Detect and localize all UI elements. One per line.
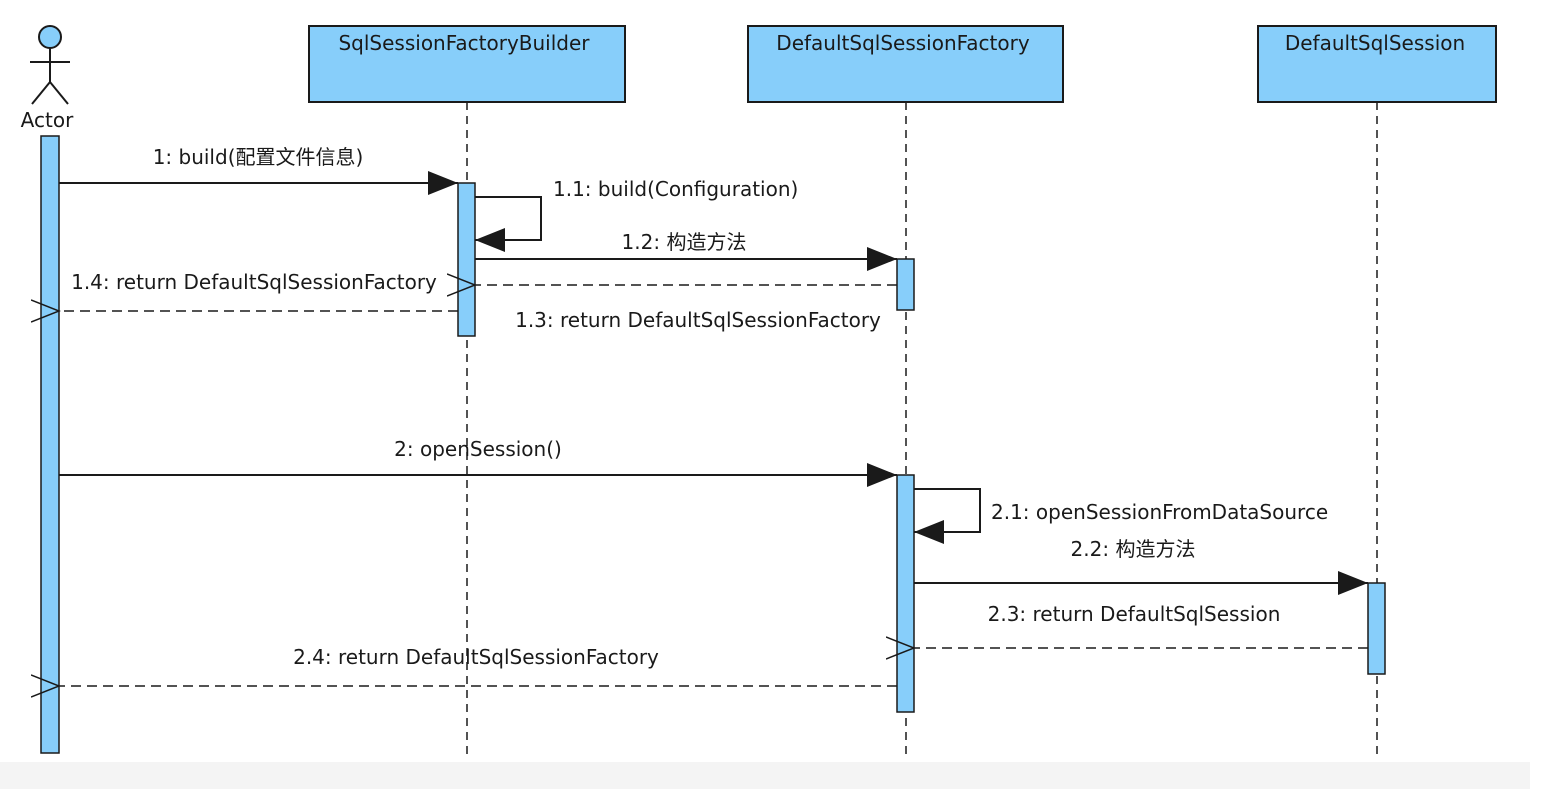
participant-builder-label: SqlSessionFactoryBuilder <box>338 31 590 55</box>
footer-band <box>0 762 1530 789</box>
activation-factory-2 <box>896 474 915 713</box>
participant-factory-label: DefaultSqlSessionFactory <box>776 31 1030 55</box>
message-1-1-arrow <box>475 196 542 252</box>
message-1-1-label: 1.1: build(Configuration) <box>553 177 798 201</box>
actor-figure: Actor <box>21 25 74 132</box>
message-2-2-label: 2.2: 构造方法 <box>1071 537 1196 561</box>
message-1-3-label: 1.3: return DefaultSqlSessionFactory <box>515 308 881 332</box>
message-2-1-label: 2.1: openSessionFromDataSource <box>991 500 1328 524</box>
actor-label: Actor <box>21 108 74 132</box>
participant-session: DefaultSqlSession <box>1257 25 1497 103</box>
activation-builder <box>457 182 476 337</box>
message-2-1-arrow <box>914 488 981 544</box>
participant-session-label: DefaultSqlSession <box>1285 31 1465 55</box>
message-1-2-label: 1.2: 构造方法 <box>622 230 747 254</box>
participant-factory-box <box>747 25 1064 103</box>
actor-left-leg <box>31 81 51 105</box>
participant-session-box <box>1257 25 1497 103</box>
actor-right-leg <box>49 81 69 105</box>
activation-factory-1 <box>896 258 915 311</box>
actor-head <box>38 25 62 49</box>
activation-session <box>1367 582 1386 675</box>
message-2-3-label: 2.3: return DefaultSqlSession <box>988 602 1281 626</box>
message-2-label: 2: openSession() <box>394 437 562 461</box>
participant-builder-box <box>308 25 626 103</box>
message-1-label: 1: build(配置文件信息) <box>153 145 364 169</box>
message-1-4-label: 1.4: return DefaultSqlSessionFactory <box>71 270 437 294</box>
participant-factory: DefaultSqlSessionFactory <box>747 25 1064 103</box>
message-2-4-label: 2.4: return DefaultSqlSessionFactory <box>293 645 659 669</box>
activation-actor <box>40 135 60 754</box>
participant-builder: SqlSessionFactoryBuilder <box>308 25 626 103</box>
